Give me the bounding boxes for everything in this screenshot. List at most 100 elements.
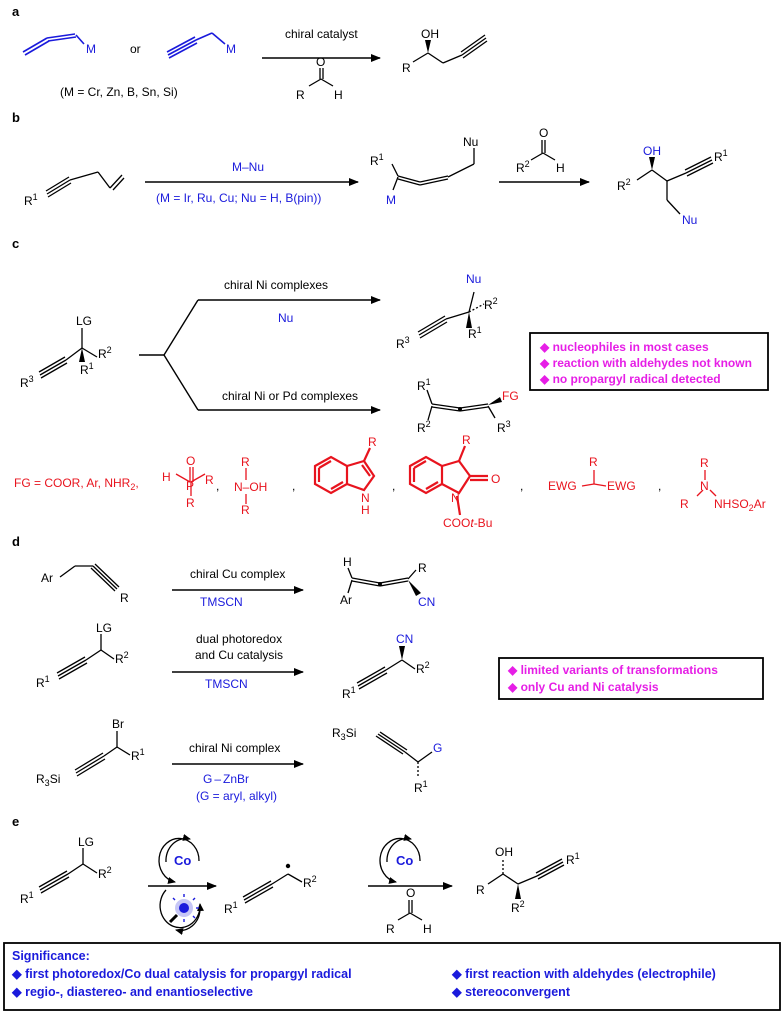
- allene-intermediate: [391, 148, 475, 191]
- section-a-label: a: [12, 4, 20, 19]
- comma-2: ,: [292, 479, 295, 493]
- section-e-label: e: [12, 814, 19, 829]
- aldehyde-b-H: H: [556, 161, 565, 175]
- d-r3-product: [375, 731, 433, 778]
- enyne-structure: [45, 171, 125, 198]
- d-r2-sm: [56, 634, 115, 680]
- e-ald-R: R: [386, 922, 395, 936]
- product-a: [412, 34, 488, 64]
- fg-P: P: [186, 479, 194, 493]
- significance-item-1: ◆ first photoredox/Co dual catalysis for…: [11, 967, 352, 981]
- significance-border: [3, 942, 781, 1011]
- c-box-line-3: ◆ no propargyl radical detected: [539, 372, 721, 386]
- e-rad-R2: R2: [303, 874, 317, 890]
- fg-hyd-R2: R: [680, 497, 689, 511]
- e-sm-R1: R1: [20, 890, 34, 906]
- comma-3: ,: [392, 479, 395, 493]
- comma-5: ,: [658, 479, 661, 493]
- c-box-line-1: ◆ nucleophiles in most cases: [539, 340, 709, 354]
- c-box-line-2: ◆ reaction with aldehydes not known: [539, 356, 752, 370]
- c-lower-R1: R1: [417, 377, 431, 393]
- d-r1-pR: R: [418, 561, 427, 575]
- d-r2-product: [356, 659, 416, 690]
- d-r3-pR1: R1: [414, 779, 428, 795]
- d-r2-CN: CN: [396, 632, 413, 646]
- d-r1-product: [347, 567, 417, 594]
- prod-b-OH: OH: [643, 144, 661, 158]
- e-prod-R1: R1: [566, 851, 580, 867]
- fg-hydrazine: [696, 470, 717, 497]
- c-branch-arrows: [139, 296, 381, 414]
- fg-P-R2: R: [186, 496, 195, 510]
- product-b: [636, 156, 714, 215]
- c-upper-product: [417, 291, 485, 339]
- d-r2-reagent: TMSCN: [205, 677, 248, 691]
- fg-oxindole-O: O: [491, 472, 500, 486]
- section-c: c LG R2 R1 R3 chiral Ni complexes Nu chi…: [12, 236, 769, 530]
- d-r1-R: R: [120, 591, 129, 605]
- d-box-line-2: ◆ only Cu and Ni catalysis: [507, 680, 659, 694]
- e-photocatalysis-cycle: [159, 889, 204, 935]
- significance-title: Significance:: [12, 949, 90, 963]
- propargyl-metal-structure: [166, 32, 226, 59]
- d-r2-pR1: R1: [342, 685, 356, 701]
- d-r1-reagent: TMSCN: [200, 595, 243, 609]
- c-summary-box: [529, 332, 769, 391]
- c-upper-cond: chiral Ni complexes: [224, 278, 328, 292]
- fg-mal-EWG2: EWG: [607, 479, 636, 493]
- significance-item-3: ◆ regio-, diastereo- and enantioselectiv…: [11, 985, 253, 999]
- section-d-label: d: [12, 534, 20, 549]
- aldehyde-a-O: O: [316, 55, 325, 69]
- d-r3-cond: chiral Ni complex: [189, 741, 280, 755]
- aldehyde-b-O: O: [539, 126, 548, 140]
- aldehyde-a-R: R: [296, 88, 305, 102]
- fg-oxindole: [408, 445, 488, 516]
- d-r2-LG: LG: [96, 621, 112, 635]
- prod-b-R1: R1: [714, 148, 728, 164]
- c-upper-wedge: [466, 312, 472, 328]
- aldehyde-a-H: H: [334, 88, 343, 102]
- e-sm-LG: LG: [78, 835, 94, 849]
- c-allene-center: [458, 407, 462, 411]
- d-r3-note: (G = aryl, alkyl): [196, 789, 277, 803]
- e-co-right-label: Co: [396, 853, 413, 868]
- propargyl-metal-label: M: [226, 42, 236, 56]
- d-summary-box: [498, 657, 764, 700]
- d-r1-H: H: [343, 555, 352, 569]
- e-prod-R: R: [476, 883, 485, 897]
- radical-dot: [285, 863, 291, 869]
- d-r2-R2: R2: [115, 650, 129, 666]
- int-R1: R1: [370, 152, 384, 168]
- fg-oxindole-Boc: COOt-Bu: [443, 516, 492, 530]
- section-b-label: b: [12, 110, 20, 125]
- e-co-top-label: Co: [174, 853, 191, 868]
- c-upper-reagent: Nu: [278, 311, 293, 325]
- e-co-cycle-top: [158, 834, 200, 884]
- e-ald-O: O: [406, 886, 415, 900]
- c-sm-LG: LG: [76, 314, 92, 328]
- e-rad-R1: R1: [224, 900, 238, 916]
- aldehyde-b: [530, 140, 556, 161]
- fg-N-R2: R: [241, 503, 250, 517]
- product-a-R: R: [402, 61, 411, 75]
- c-sm-R1: R1: [80, 361, 94, 377]
- d-r3-R1: R1: [131, 747, 145, 763]
- int-M: M: [386, 193, 396, 207]
- fg-P-H: H: [162, 470, 171, 484]
- d-r1-cond: chiral Cu complex: [190, 567, 285, 581]
- d-r2-cond2: and Cu catalysis: [195, 648, 283, 662]
- comma-4: ,: [520, 479, 523, 493]
- aldehyde-b-R2: R2: [516, 159, 530, 175]
- fg-N-R1: R: [241, 455, 250, 469]
- section-e: e LG R1 R2 Co: [12, 814, 580, 936]
- e-prod-OH: OH: [495, 845, 513, 859]
- comma-1: ,: [216, 479, 219, 493]
- fg-mal-EWG1: EWG: [548, 479, 577, 493]
- fg-indole-R: R: [368, 435, 377, 449]
- c-starting-material: [38, 328, 98, 379]
- d-r3-R3Si: R3Si: [36, 772, 60, 788]
- d-r2-wedge: [399, 646, 405, 660]
- significance-item-2: ◆ first reaction with aldehydes (electro…: [451, 967, 716, 981]
- int-Nu: Nu: [463, 135, 478, 149]
